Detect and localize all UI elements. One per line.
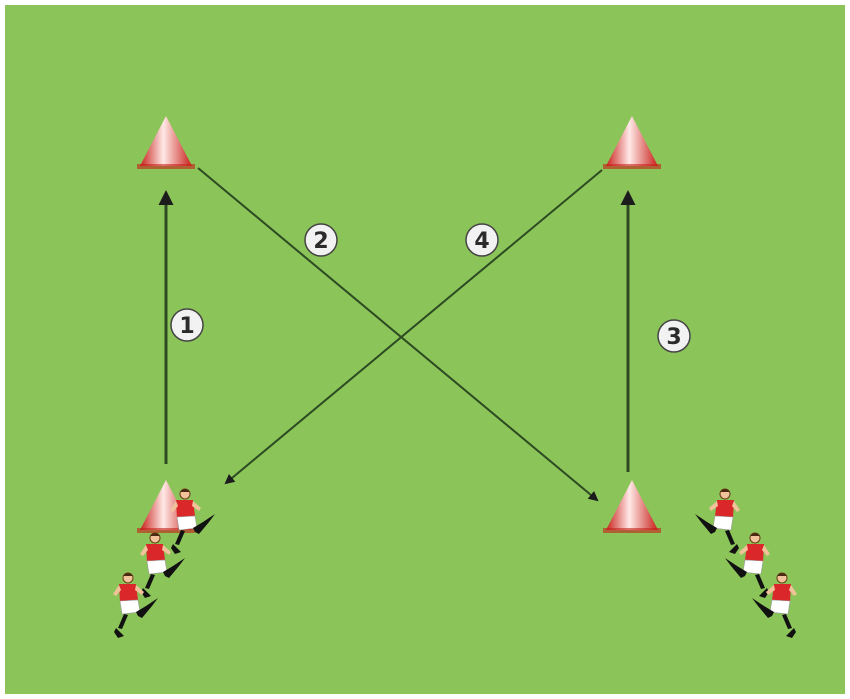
cone-top-left xyxy=(137,116,195,169)
step-badge-2: 2 xyxy=(304,223,338,257)
svg-text:3: 3 xyxy=(666,325,681,350)
step-badge-3: 3 xyxy=(657,319,691,353)
svg-text:1: 1 xyxy=(179,314,194,339)
svg-text:2: 2 xyxy=(313,229,328,254)
arrow-step-4 xyxy=(224,169,603,485)
step-badge-4: 4 xyxy=(465,223,499,257)
cone-top-right xyxy=(603,116,661,169)
cone-bottom-right xyxy=(603,480,661,533)
step-badge-1: 1 xyxy=(170,308,204,342)
svg-text:4: 4 xyxy=(474,229,489,254)
pitch-surface xyxy=(5,5,845,694)
arrow-step-2 xyxy=(197,167,599,502)
